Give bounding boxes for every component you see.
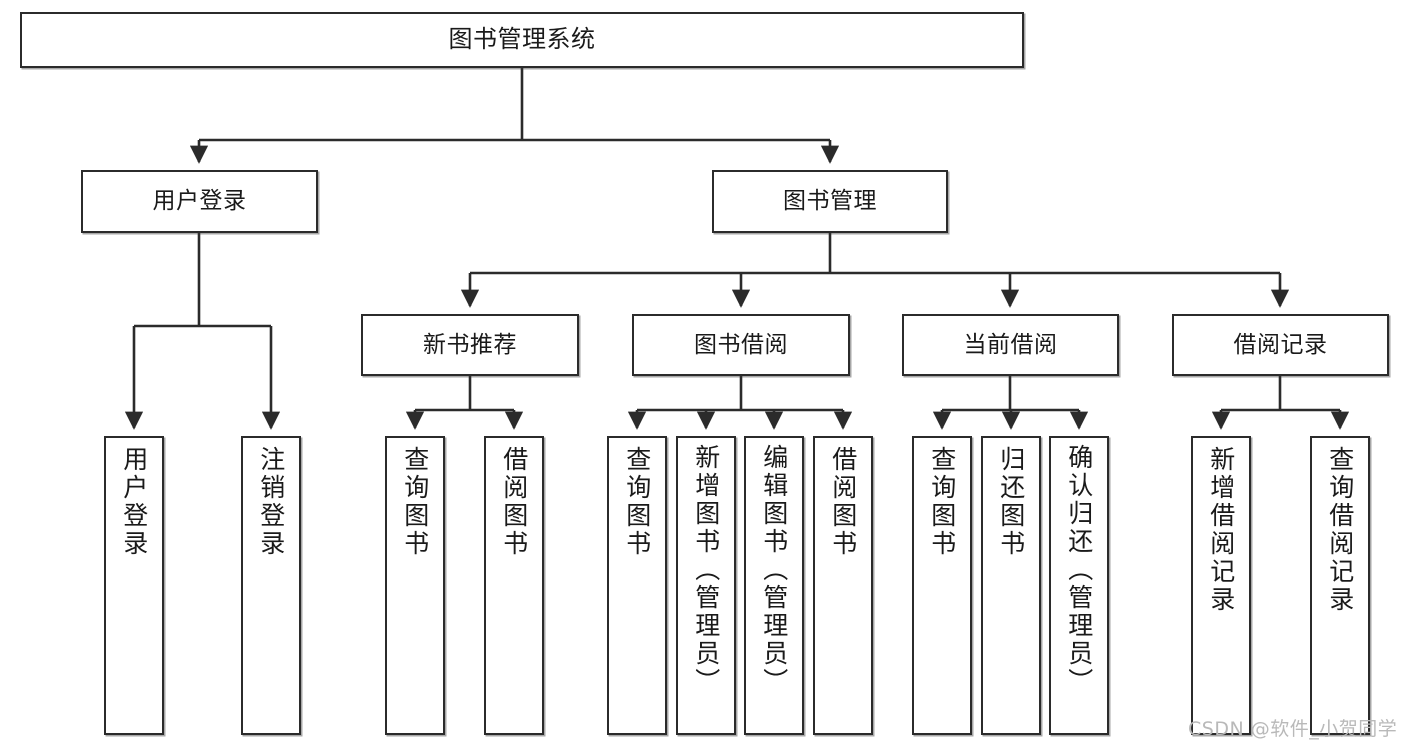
node-leaf-query-book-3[interactable]: 查询图书 [912,436,972,735]
node-label: 确认归还（管理员） [1064,444,1094,696]
node-label: 图书管理系统 [448,25,596,54]
node-book-borrow[interactable]: 图书借阅 [632,314,850,376]
node-label: 查询图书 [622,446,652,558]
node-label: 图书借阅 [694,331,788,358]
node-label: 新增借阅记录 [1206,446,1236,614]
node-leaf-user-logout[interactable]: 注销登录 [241,436,301,735]
node-leaf-query-book-1[interactable]: 查询图书 [385,436,445,735]
node-leaf-add-record[interactable]: 新增借阅记录 [1191,436,1251,735]
node-label: 用户登录 [119,446,149,558]
node-book-manage[interactable]: 图书管理 [712,170,948,233]
node-label: 注销登录 [256,446,286,558]
node-current-borrow[interactable]: 当前借阅 [902,314,1119,376]
node-label: 借阅记录 [1233,331,1328,358]
node-label: 归还图书 [996,446,1026,558]
node-label: 用户登录 [152,188,247,215]
node-leaf-borrow-book-1[interactable]: 借阅图书 [484,436,544,735]
node-label: 查询借阅记录 [1325,446,1355,614]
node-leaf-edit-book[interactable]: 编辑图书（管理员） [744,436,804,735]
node-label: 图书管理 [783,188,877,215]
node-user-login[interactable]: 用户登录 [81,170,318,233]
node-label: 借阅图书 [828,446,858,558]
node-borrow-record[interactable]: 借阅记录 [1172,314,1389,376]
node-label: 当前借阅 [963,331,1058,358]
watermark: CSDN @软件_小贺同学 [1188,718,1398,740]
node-new-book-rec[interactable]: 新书推荐 [361,314,579,376]
node-leaf-return-book[interactable]: 归还图书 [981,436,1041,735]
node-leaf-query-record[interactable]: 查询借阅记录 [1310,436,1370,735]
node-label: 新增图书（管理员） [691,444,721,696]
node-leaf-borrow-book-2[interactable]: 借阅图书 [813,436,873,735]
node-leaf-confirm-return[interactable]: 确认归还（管理员） [1049,436,1109,735]
node-label: 借阅图书 [499,446,529,558]
node-label: 编辑图书（管理员） [759,444,789,696]
node-label: 新书推荐 [423,331,517,358]
node-leaf-query-book-2[interactable]: 查询图书 [607,436,667,735]
node-leaf-add-book[interactable]: 新增图书（管理员） [676,436,736,735]
node-root[interactable]: 图书管理系统 [20,12,1024,68]
node-leaf-user-login[interactable]: 用户登录 [104,436,164,735]
node-label: 查询图书 [927,446,957,558]
node-label: 查询图书 [400,446,430,558]
